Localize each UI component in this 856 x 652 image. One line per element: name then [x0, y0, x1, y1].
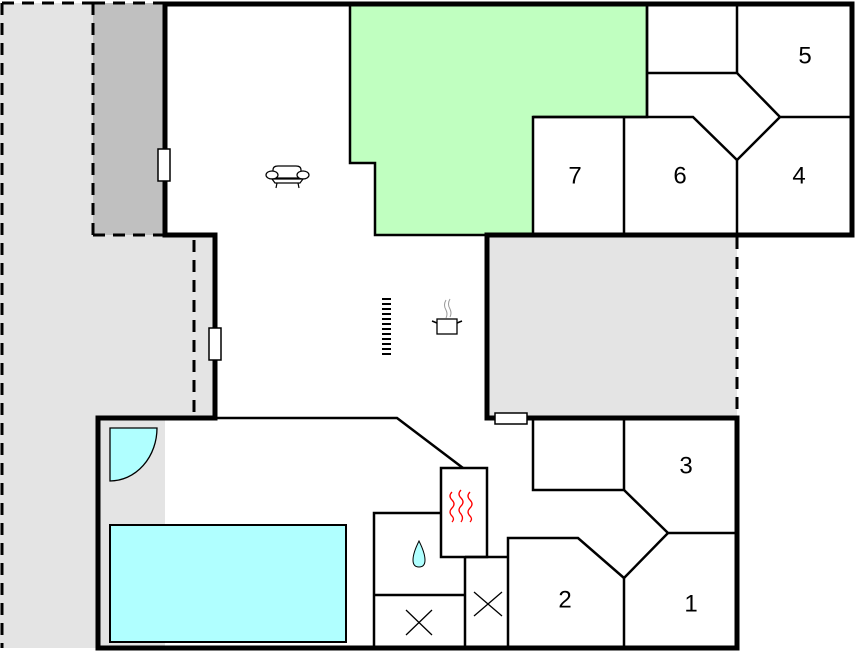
room-label-5: 5 [798, 42, 811, 69]
pool-icon [109, 524, 347, 643]
outer-wall-top [95, 1, 855, 651]
rooms-top-right [533, 4, 852, 235]
room-label-7: 7 [568, 162, 581, 189]
toilet-cross-icon [405, 591, 503, 636]
room-label-6: 6 [673, 162, 686, 189]
windows [157, 148, 528, 425]
room-label-4: 4 [792, 162, 805, 189]
cooking-pot-icon [431, 298, 463, 335]
terrace-covered [91, 1, 165, 237]
pool-hall-walls [215, 416, 508, 648]
water-drop-icon [412, 539, 426, 568]
room-label-2: 2 [558, 586, 571, 613]
room-label-1: 1 [684, 590, 697, 617]
rooms-bottom-right [506, 418, 737, 648]
sofa-icon [265, 165, 310, 189]
whirlpool-icon [109, 427, 158, 482]
sauna-icon [449, 489, 473, 523]
room-label-3: 3 [679, 452, 692, 479]
staircase-icon [382, 298, 391, 355]
outdoor-area-right [487, 237, 739, 417]
garden-area [348, 2, 649, 237]
